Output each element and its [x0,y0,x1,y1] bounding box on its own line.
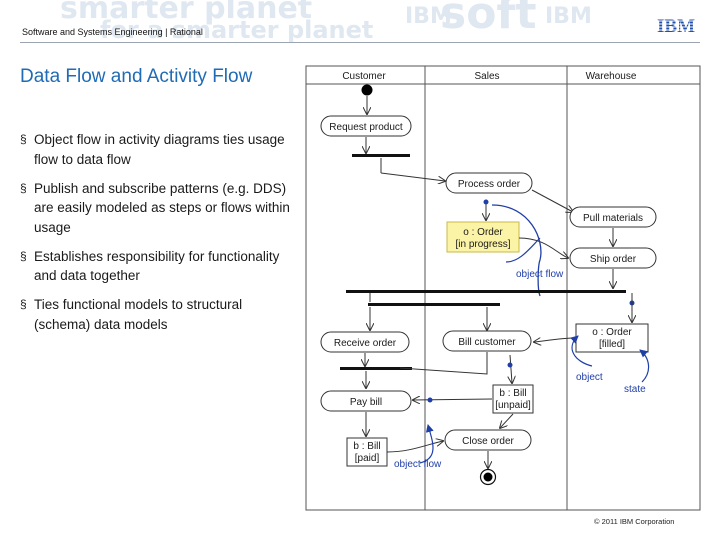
state-annotation-line [639,349,650,383]
object-flow [386,441,443,453]
object-label: o : Order [592,327,632,338]
object-state: [unpaid] [495,400,531,411]
object-label: o : Order [463,227,503,238]
action-ship-order [569,247,657,269]
lane-sales: Sales [474,71,499,82]
state-annotation: state [624,384,646,395]
object-flow-annotation-line [491,204,542,297]
action-process-order [445,172,533,194]
header-rule [20,42,700,43]
object-bill-unpaid [492,384,534,414]
object-label: b : Bill [499,388,526,399]
control-flow [380,172,445,181]
header-band: smarter planet for a smarter planet IBM … [0,0,720,42]
action-label: Process order [458,179,521,190]
action-label: Request product [329,122,403,133]
bullet-list: Object flow in activity diagrams ties us… [20,130,290,344]
final-node-center [483,472,493,482]
control-flow [531,189,573,212]
object-state: [filled] [599,339,625,350]
fork-bar [368,303,500,306]
control-flow [399,352,488,375]
object-order-filled [575,323,649,353]
object-flow [510,354,512,383]
initial-node [361,84,373,96]
bullet-item: Establishes responsibility for functiona… [20,247,290,286]
action-label: Pay bill [350,397,382,408]
action-pull-materials [569,206,657,228]
watermark-text: IBM [405,4,452,29]
join-bar [340,367,412,370]
watermark-text: for a smarter planet [100,16,374,42]
watermark-text: smarter planet [60,0,313,26]
object-state: [paid] [355,453,380,464]
action-label: Bill customer [458,337,516,348]
object-flow-annotation-line [419,424,434,464]
control-flow [500,413,514,428]
page-title: Data Flow and Activity Flow [20,66,253,87]
lane-customer: Customer [342,71,386,82]
action-label: Pull materials [583,213,643,224]
bullet-item: Publish and subscribe patterns (e.g. DDS… [20,179,290,238]
action-label: Receive order [334,338,397,349]
watermark-text: soft [440,0,537,39]
watermark-text: IBM [545,4,592,29]
bullet-item: Object flow in activity diagrams ties us… [20,130,290,169]
object-label: b : Bill [353,441,380,452]
bullet-item: Ties functional models to structural (sc… [20,295,290,334]
object-flow-annotation: object flow [516,269,564,280]
flow-dot [483,199,489,205]
lane-warehouse: Warehouse [586,71,637,82]
action-label: Ship order [590,254,637,265]
object-annotation-line [570,335,593,367]
copyright: © 2011 IBM Corporation [594,517,675,526]
action-receive-order [320,331,410,353]
object-annotation: object [576,372,603,383]
fork-bar [352,154,410,157]
action-close-order [444,429,532,451]
action-bill-customer [442,330,532,352]
ibm-logo-icon: IBM [652,16,700,36]
flow-dot [427,397,433,403]
join-bar [346,290,626,293]
object-bill-paid [346,437,388,467]
object-order-in-progress [446,221,520,253]
object-flow [413,399,493,400]
action-pay-bill [320,390,412,412]
object-flow-annotation: object flow [394,459,442,470]
action-request-product [320,115,412,137]
action-label: Close order [462,436,514,447]
flow-dot [507,362,513,368]
breadcrumb: Software and Systems Engineering | Ratio… [22,27,203,37]
object-flow [518,237,568,258]
object-state: [in progress] [455,239,510,250]
object-flow-annotation-line [505,237,541,263]
